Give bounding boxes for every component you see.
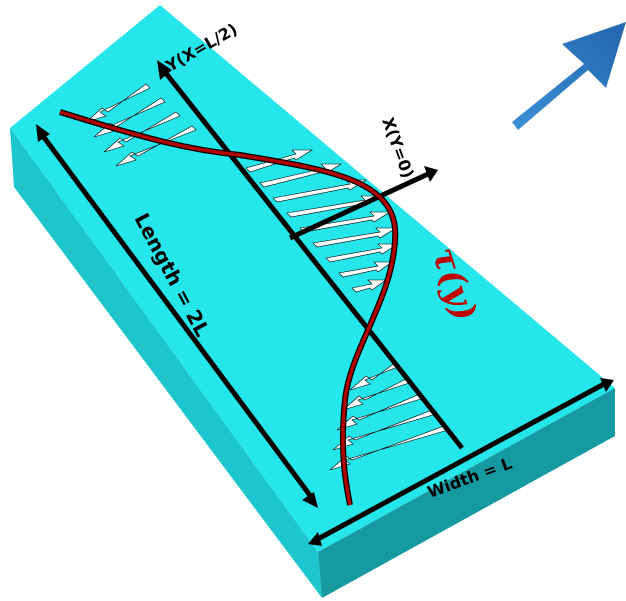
stress-arrows-left-lower [329,361,449,471]
axes [157,60,464,450]
y-axis-arrowhead [157,60,172,80]
stress-arrows-right-middle [245,149,400,293]
length-dimension [36,124,318,508]
x-axis-label: X(Y=0) [378,115,417,181]
x-axis-line [288,171,430,241]
width-dimension [308,378,614,546]
x-axis-arrowhead [424,166,438,182]
slab [10,5,615,598]
y-axis-line [163,70,464,450]
arrow-up-right-icon [512,22,626,130]
slab-left-face [10,128,322,598]
slab-front-face [318,388,615,598]
stress-arrows-left-upper [85,83,197,167]
stress-curve-red [59,110,397,506]
